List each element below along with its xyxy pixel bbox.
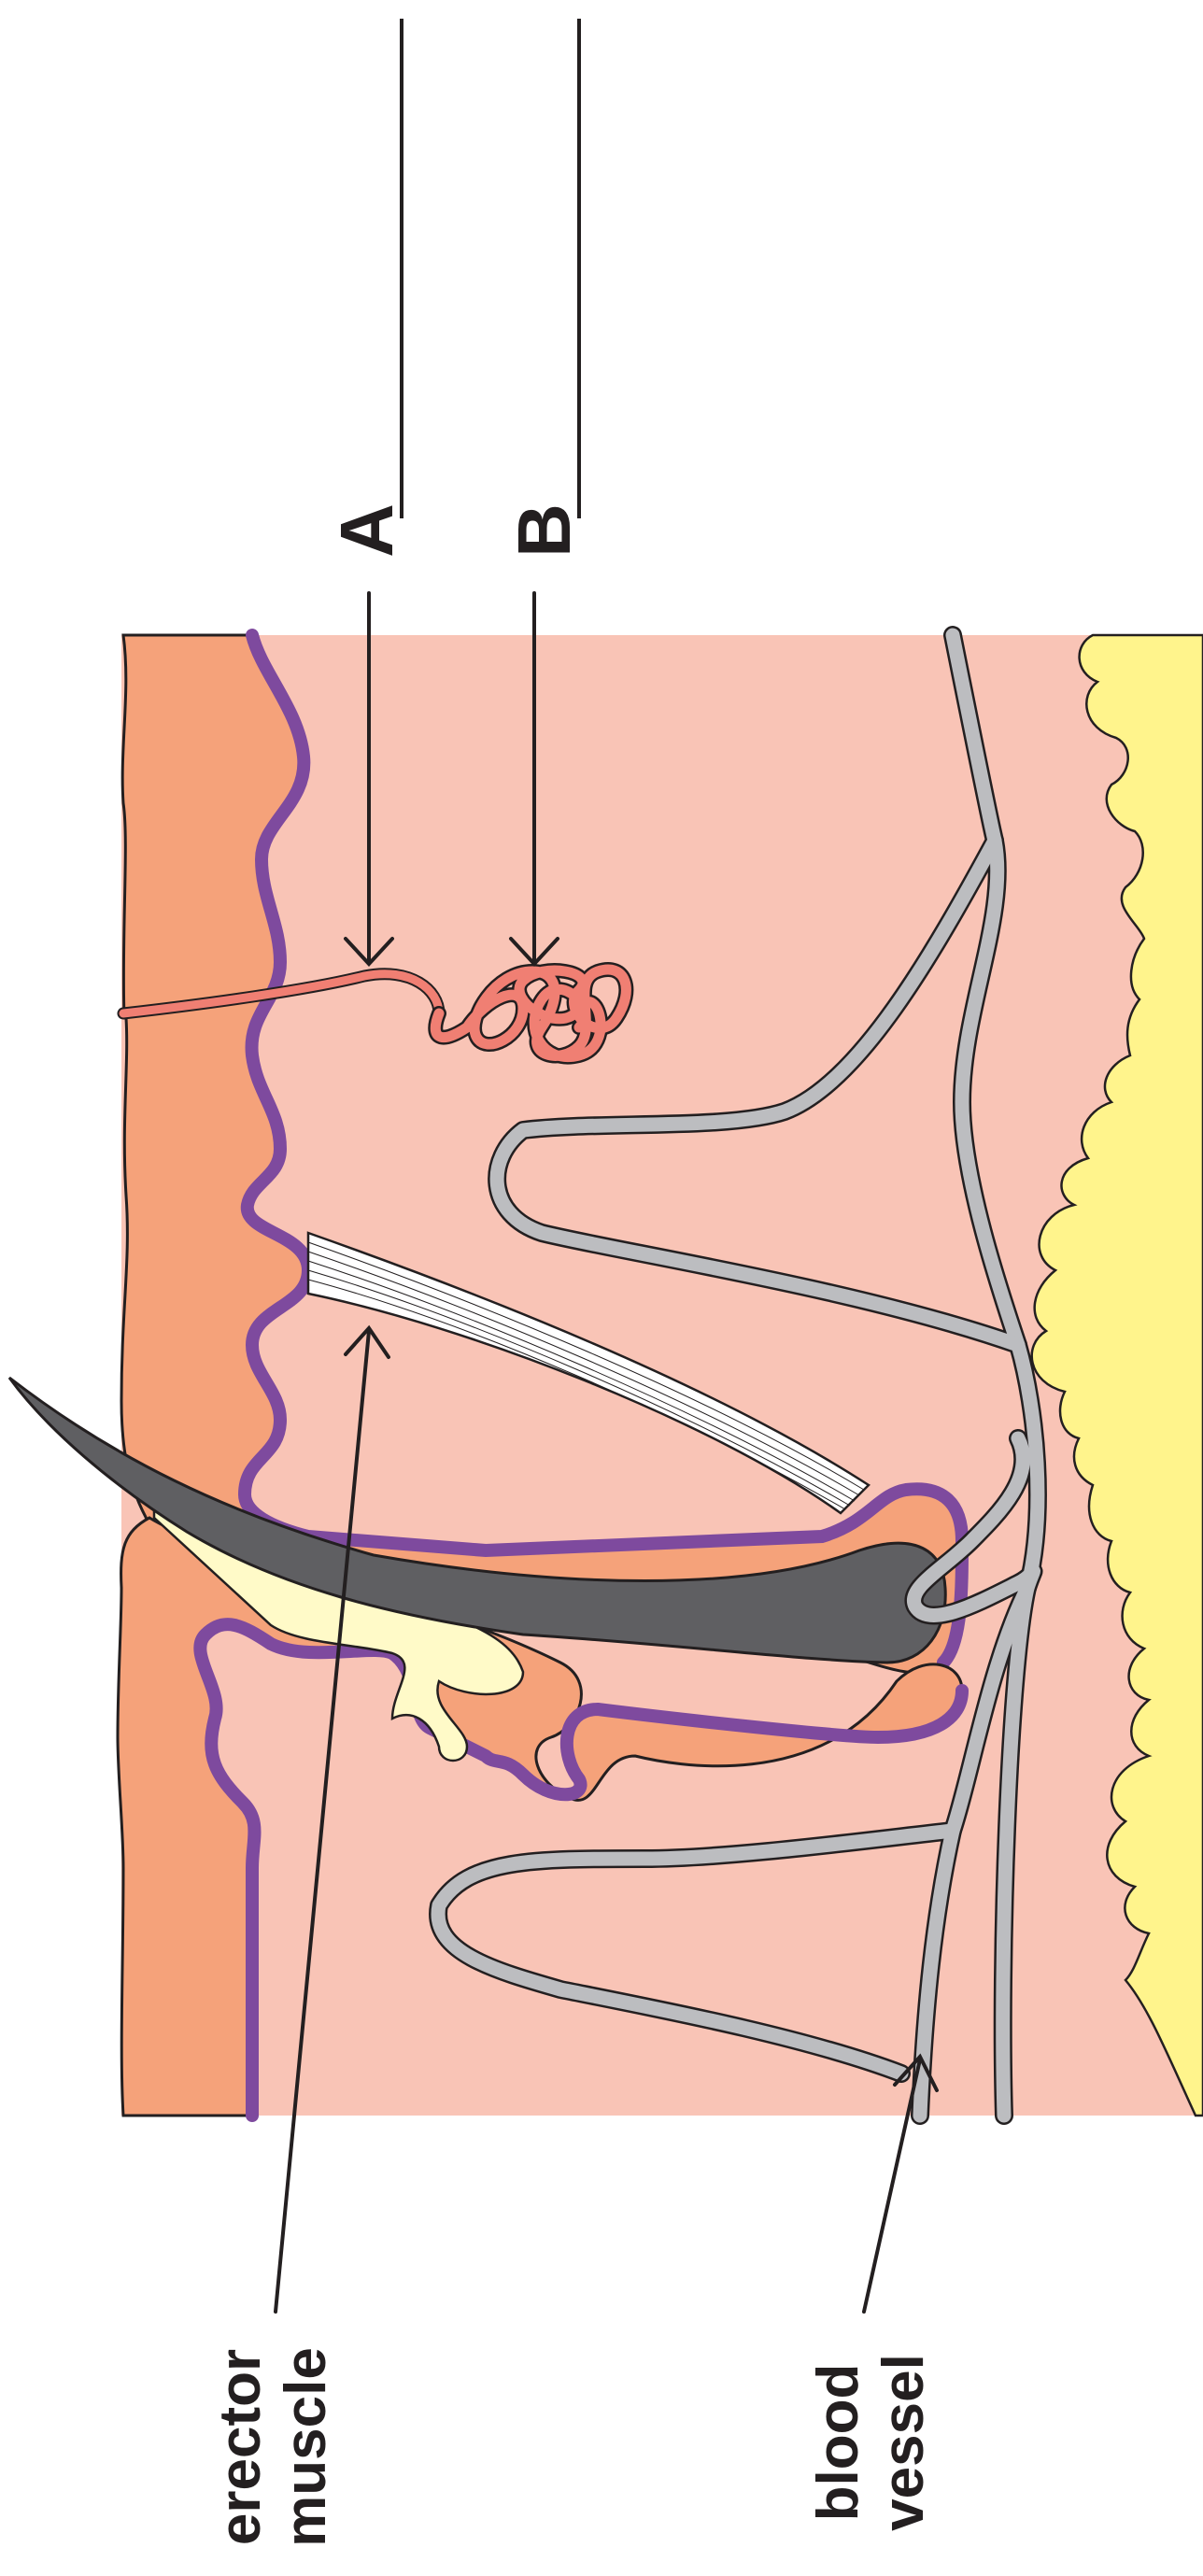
erector-muscle-label-line-1: erector <box>208 2349 273 2545</box>
label-a: A <box>325 503 408 558</box>
erector-muscle-label-line-2: muscle <box>274 2347 338 2547</box>
blood-vessel-label-line-2: vessel <box>871 2354 936 2531</box>
label-b: B <box>502 503 586 558</box>
blood-vessel-label-line-1: blood <box>806 2364 870 2522</box>
